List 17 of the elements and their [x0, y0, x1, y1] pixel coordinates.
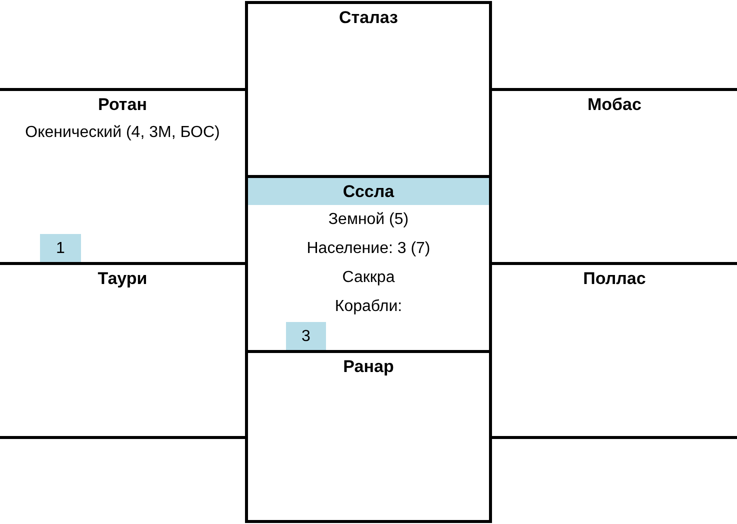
- sector-title: Ранар: [342, 356, 395, 378]
- number-badge: 3: [286, 322, 326, 350]
- detail-text: Саккра: [341, 268, 396, 288]
- sector-cell: [0, 88, 245, 265]
- sector-cell: [245, 350, 492, 523]
- detail-text: Земной (5): [327, 210, 410, 230]
- sector-title: Поллас: [582, 268, 647, 290]
- sector-title: Сссла: [248, 178, 489, 205]
- sector-title: Мобас: [586, 94, 642, 116]
- sector-title: Таури: [96, 268, 148, 290]
- sector-cell: [245, 175, 492, 353]
- detail-text: Население: 3 (7): [306, 239, 432, 259]
- detail-text: Корабли:: [334, 297, 404, 317]
- number-badge: 1: [40, 234, 81, 262]
- sector-title: Сталаз: [338, 7, 399, 29]
- sector-title: Ротан: [97, 94, 148, 116]
- detail-text: Окенический (4, 3М, БОС): [24, 123, 221, 143]
